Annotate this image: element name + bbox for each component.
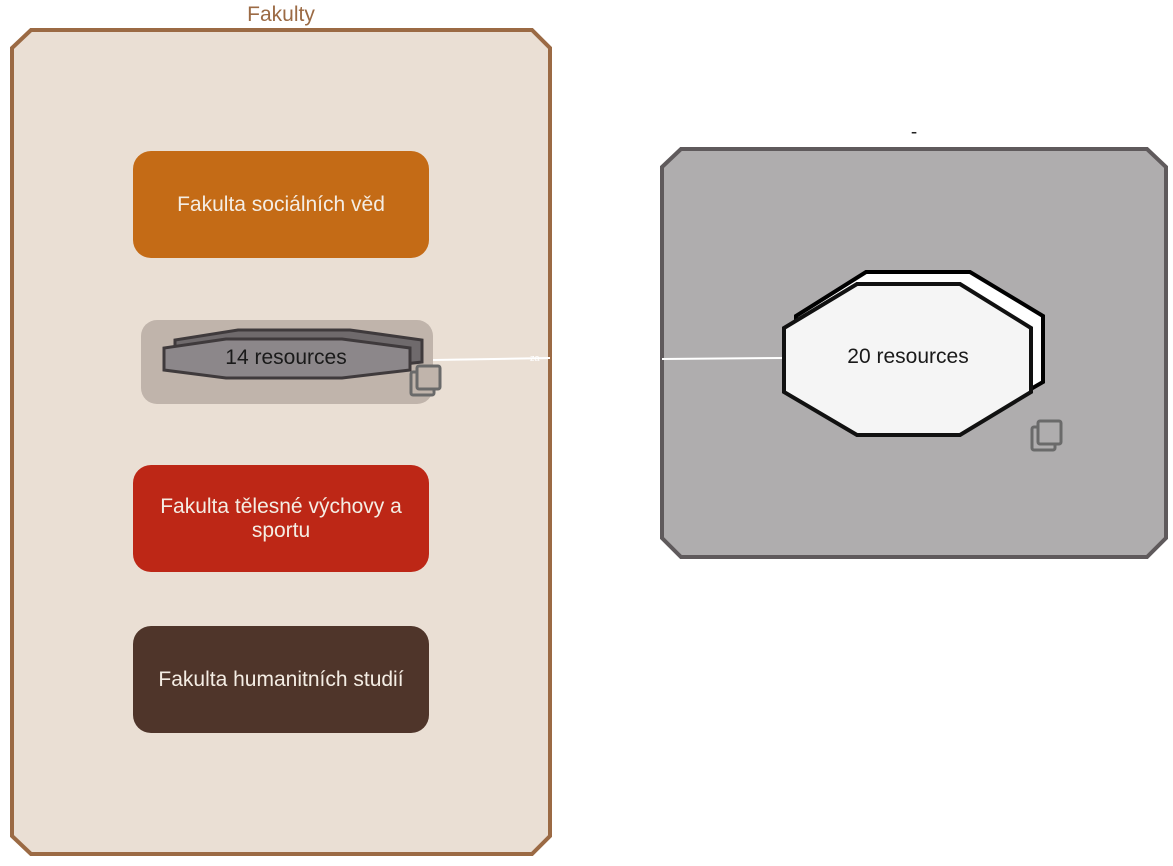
faculty-humanities[interactable]: Fakulta humanitních studií: [158, 667, 404, 691]
other-group-title: -: [910, 122, 918, 143]
faculty-social-sciences[interactable]: Fakulta sociálních věd: [177, 192, 385, 216]
connection-label: za: [530, 353, 540, 363]
faculty-box-bg-2: [133, 465, 429, 572]
stack-icon[interactable]: [1030, 419, 1063, 452]
resource-stack-front-shape[interactable]: [162, 337, 412, 380]
resource-20-front-shape[interactable]: [782, 282, 1033, 437]
faculty-box-bg-3: [133, 626, 429, 733]
faculty-box-bg-1: [133, 151, 429, 258]
fakulty-group-title: Fakulty: [247, 3, 315, 26]
stack-icon[interactable]: [409, 364, 442, 397]
connection-line-right[interactable]: [661, 357, 785, 360]
connection-line-left[interactable]: [432, 357, 551, 361]
faculty-sports[interactable]: Fakulta tělesné výchovy a sportu: [160, 494, 402, 542]
